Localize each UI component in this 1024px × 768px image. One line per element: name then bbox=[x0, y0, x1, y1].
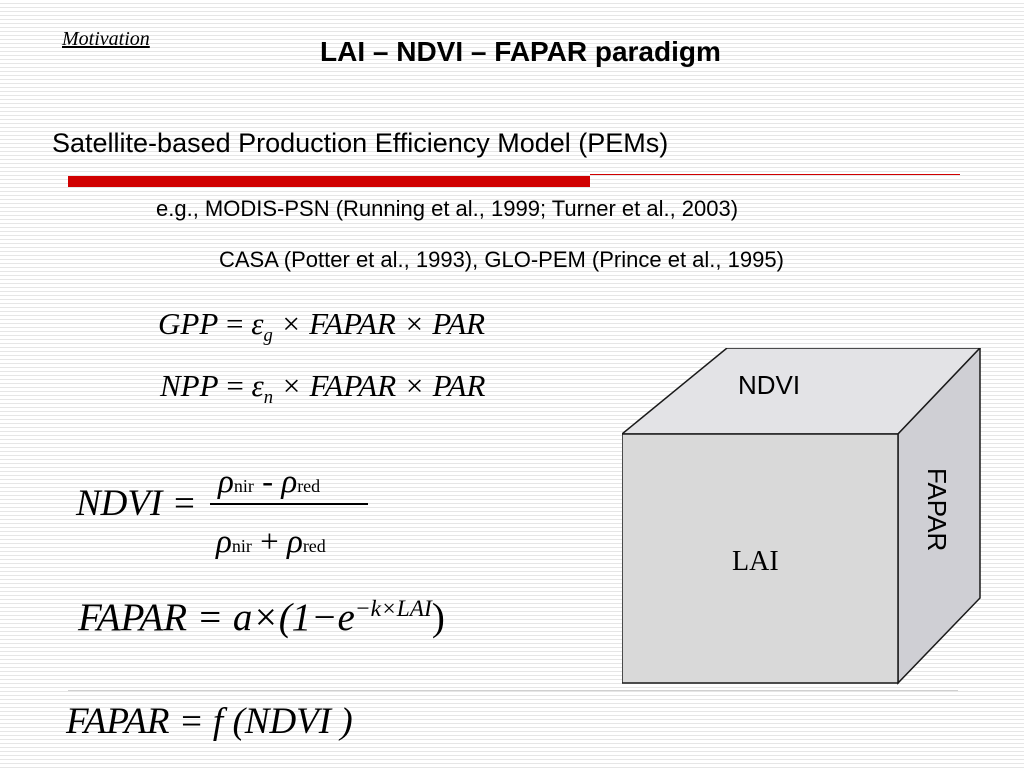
fraction-bar bbox=[210, 503, 368, 505]
cube-side-label: FAPAR bbox=[922, 468, 952, 551]
red-divider bbox=[68, 176, 590, 187]
cube-top-label: NDVI bbox=[738, 370, 800, 400]
ndvi-numerator: ρnir - ρred bbox=[218, 464, 320, 501]
fapar-lai-exponent: −k×LAI bbox=[354, 596, 432, 622]
cube-front-label: LAI bbox=[732, 546, 779, 577]
red-subscript: red bbox=[297, 476, 321, 496]
thin-divider bbox=[590, 174, 960, 175]
fapar-lai-equation: FAPAR = a×(1−e−k×LAI) bbox=[78, 595, 445, 640]
plus-sign: + bbox=[251, 524, 287, 560]
npp-rhs: × FAPAR × PAR bbox=[280, 368, 486, 403]
gpp-lhs: GPP bbox=[158, 306, 219, 341]
fapar-lai-close: ) bbox=[431, 596, 445, 639]
rho-symbol: ρ bbox=[281, 464, 298, 500]
ndvi-equation-lhs: NDVI = bbox=[76, 483, 197, 524]
fapar-lai-base: FAPAR = a×(1−e bbox=[78, 596, 355, 639]
gpp-epsilon-sub: g bbox=[263, 325, 273, 347]
rho-symbol: ρ bbox=[286, 524, 303, 560]
gpp-epsilon: ε bbox=[251, 306, 264, 341]
minus-sign: - bbox=[253, 464, 282, 500]
npp-equation: NPP = εn × FAPAR × PAR bbox=[160, 368, 486, 409]
nir-subscript: nir bbox=[233, 476, 254, 496]
fapar-ndvi-equation: FAPAR = f (NDVI ) bbox=[66, 701, 353, 742]
ndvi-denominator: ρnir + ρred bbox=[216, 524, 326, 561]
section-label: Motivation bbox=[62, 28, 150, 50]
rho-symbol: ρ bbox=[218, 464, 234, 500]
lai-ndvi-fapar-cube: NDVI LAI FAPAR bbox=[622, 348, 982, 685]
slide-subtitle: Satellite-based Production Efficiency Mo… bbox=[52, 128, 669, 158]
nir-subscript: nir bbox=[231, 536, 252, 556]
gpp-rhs: × FAPAR × PAR bbox=[280, 306, 486, 341]
npp-epsilon: ε bbox=[251, 368, 264, 403]
slide-title: LAI – NDVI – FAPAR paradigm bbox=[320, 36, 721, 67]
cube-front-face bbox=[622, 433, 899, 684]
bottom-divider bbox=[68, 690, 958, 691]
example-line-1: e.g., MODIS-PSN (Running et al., 1999; T… bbox=[156, 196, 739, 221]
red-subscript: red bbox=[302, 536, 326, 556]
npp-lhs: NPP bbox=[160, 368, 219, 403]
gpp-equation: GPP = εg × FAPAR × PAR bbox=[158, 306, 486, 347]
npp-epsilon-sub: n bbox=[263, 387, 274, 409]
rho-symbol: ρ bbox=[216, 524, 232, 560]
example-line-2: CASA (Potter et al., 1993), GLO-PEM (Pri… bbox=[219, 247, 784, 272]
